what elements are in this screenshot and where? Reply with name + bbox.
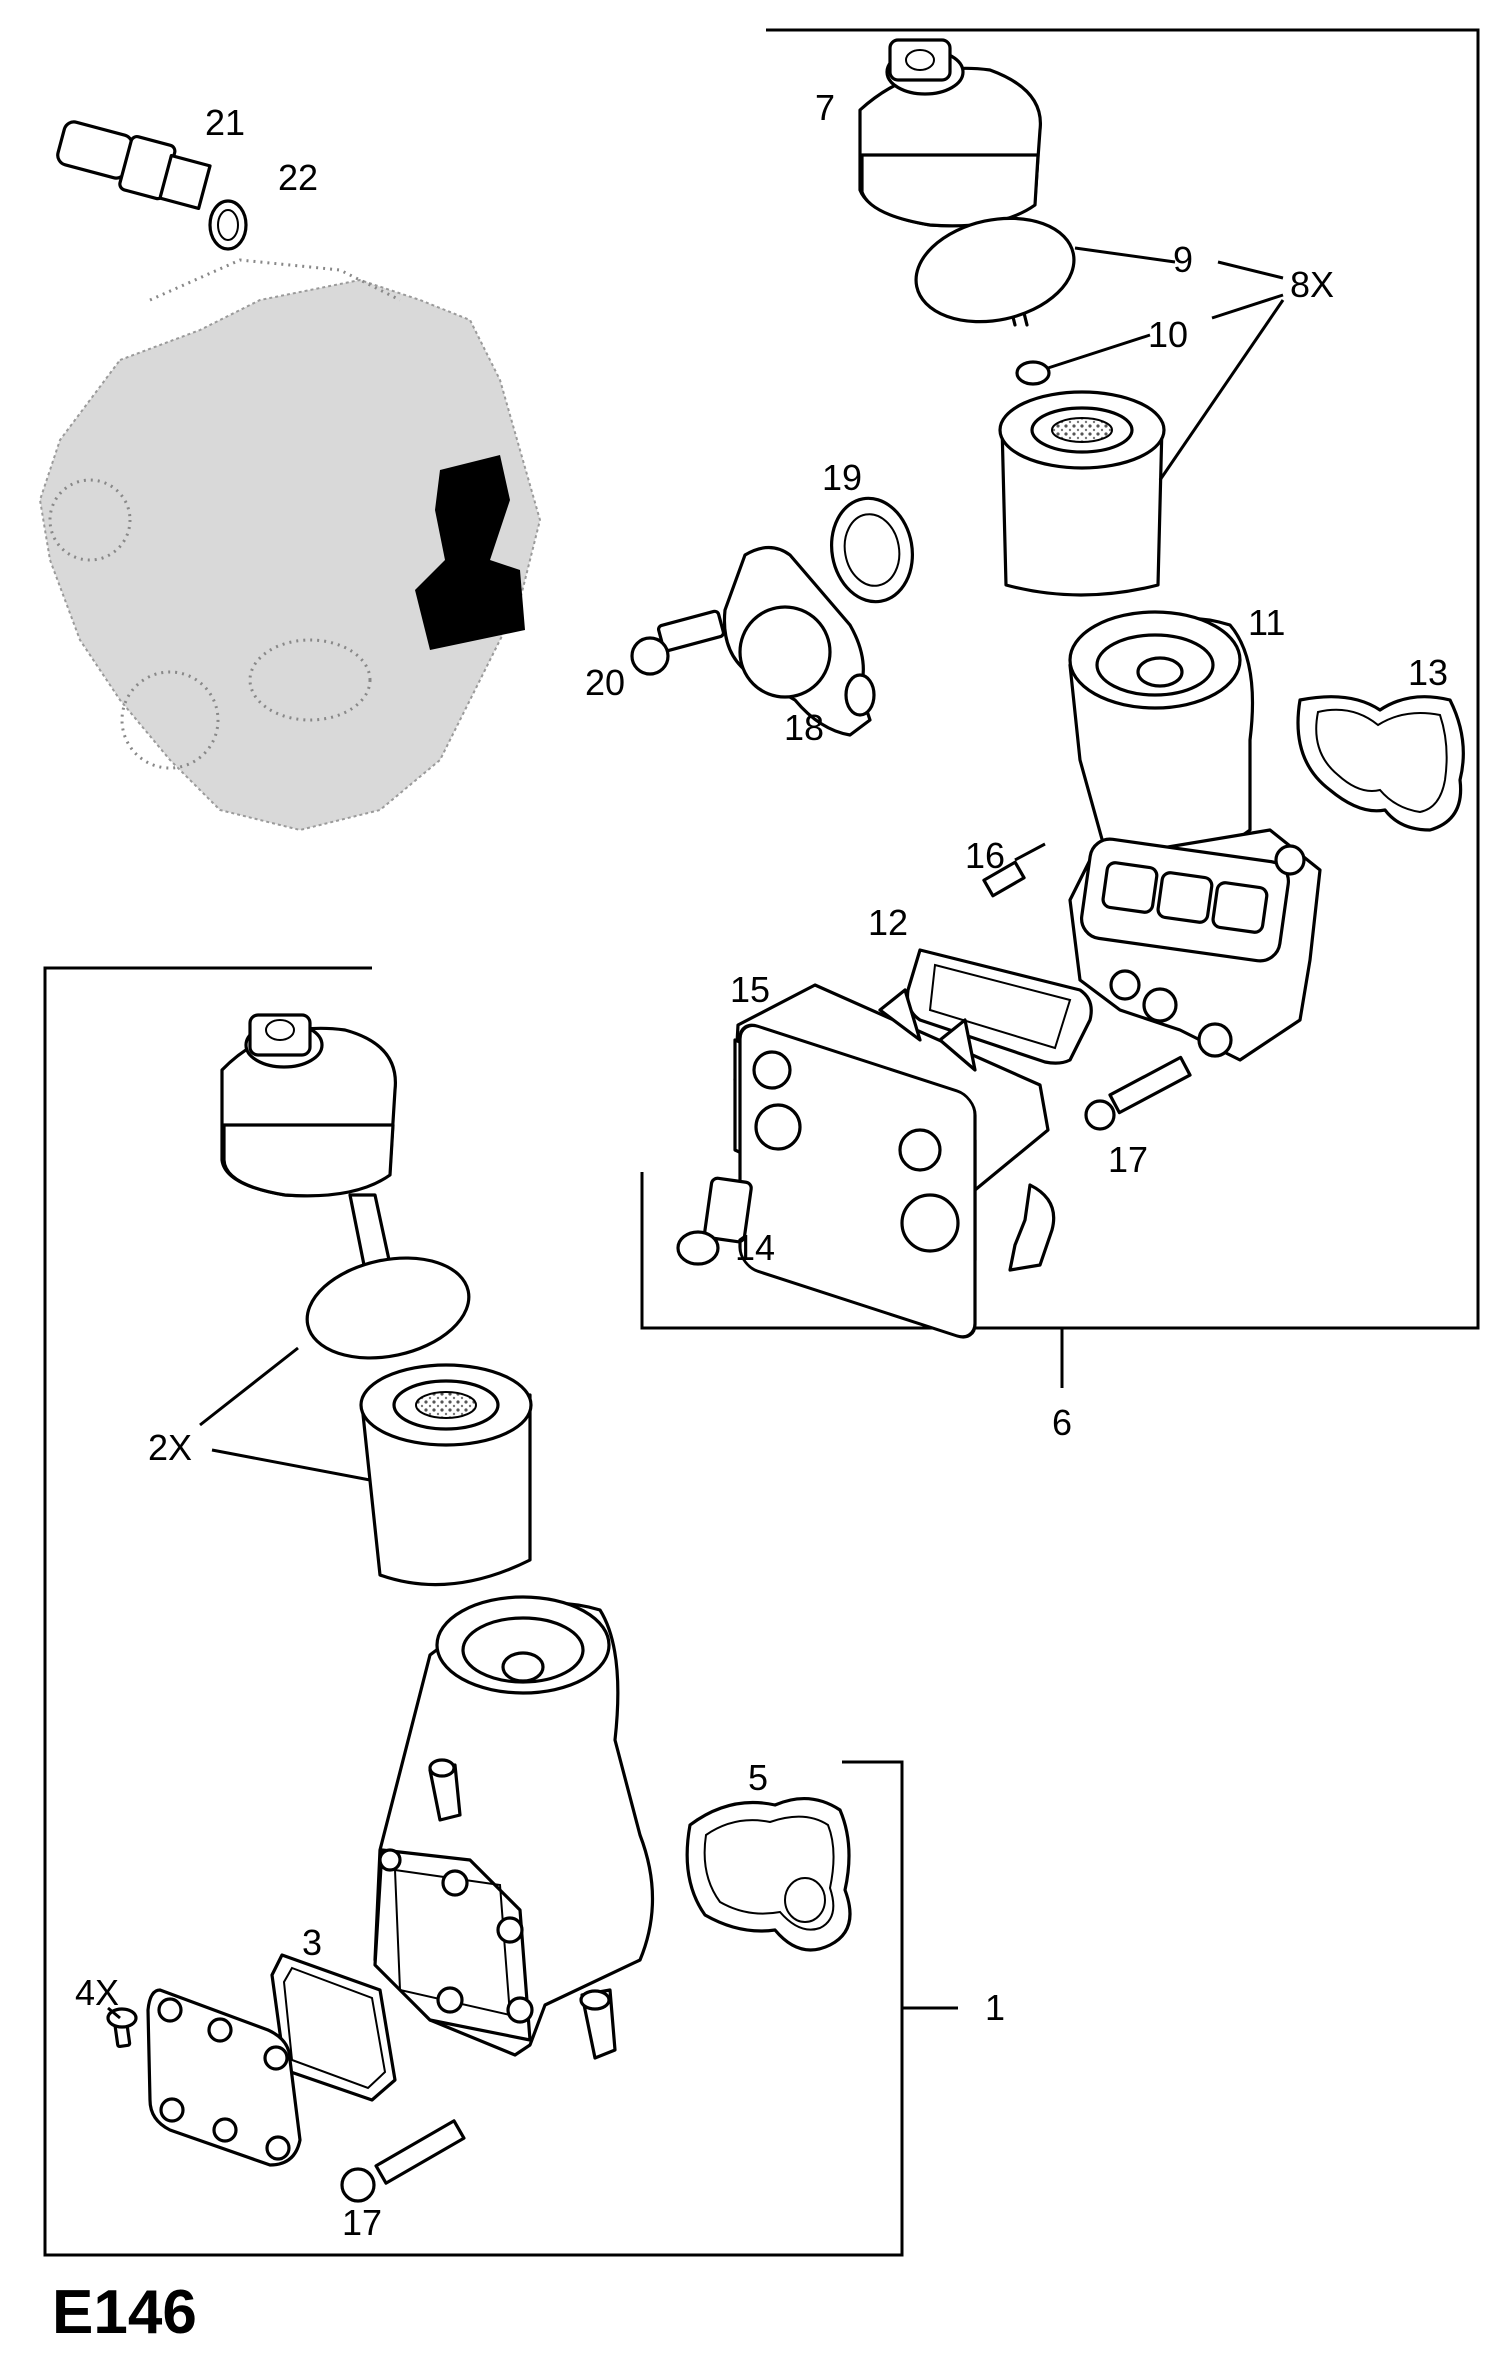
bolt-17-lower [340, 2119, 466, 2203]
callout-8x: 8X [1290, 264, 1334, 305]
callout-16: 16 [965, 835, 1005, 876]
filter-cap-7 [858, 38, 1042, 327]
callout-21: 21 [205, 102, 245, 143]
gasket-5 [685, 1796, 852, 1952]
filter-element-upper [998, 390, 1166, 597]
callout-14: 14 [735, 1227, 775, 1268]
bolt-14 [676, 1176, 753, 1266]
gasket-13 [1296, 695, 1465, 832]
filter-housing-11 [1068, 610, 1322, 1062]
filter-housing-lower [373, 1595, 655, 2060]
stud-16 [982, 860, 1026, 898]
callout-6: 6 [1052, 1402, 1072, 1443]
callout-11: 11 [1248, 602, 1285, 643]
callout-18: 18 [784, 707, 824, 748]
frame-assembly-1 [43, 966, 904, 2257]
callout-13: 13 [1408, 652, 1448, 693]
callout-17-lower: 17 [342, 2202, 382, 2243]
callout-10: 10 [1148, 314, 1188, 355]
callout-4x: 4X [75, 1972, 119, 2013]
filter-element-lower [359, 1363, 533, 1587]
callout-20: 20 [585, 662, 625, 703]
callout-5: 5 [748, 1757, 768, 1798]
bolt-20 [630, 609, 726, 676]
frame-assembly-6 [640, 28, 1480, 1330]
seal-19 [829, 496, 915, 604]
oil-pressure-switch [56, 120, 212, 211]
oil-cooler-15 [733, 983, 1056, 1339]
callout-1: 1 [985, 1987, 1005, 2028]
cover-plate [146, 1988, 302, 2167]
diagram-code: E146 [52, 2278, 197, 2347]
callout-2x: 2X [148, 1427, 192, 1468]
engine-overview-illustration [38, 258, 542, 832]
callout-19: 19 [822, 457, 862, 498]
screw-4x [106, 2007, 138, 2049]
callout-22: 22 [278, 157, 318, 198]
o-ring-9 [914, 216, 1076, 324]
seal-ring-10 [1015, 360, 1051, 386]
gasket-3 [270, 1953, 397, 2102]
callout-12: 12 [868, 902, 908, 943]
cover-18 [722, 545, 876, 737]
callout-7: 7 [815, 87, 835, 128]
callout-9: 9 [1173, 239, 1193, 280]
sealing-ring-22 [208, 199, 248, 251]
bolt-17-upper [1084, 1055, 1192, 1131]
callout-15: 15 [730, 969, 770, 1010]
highlighted-oil-filter-module [415, 455, 525, 650]
callout-17-upper: 17 [1108, 1139, 1148, 1180]
callout-3: 3 [302, 1922, 322, 1963]
o-ring-left [305, 1256, 471, 1360]
